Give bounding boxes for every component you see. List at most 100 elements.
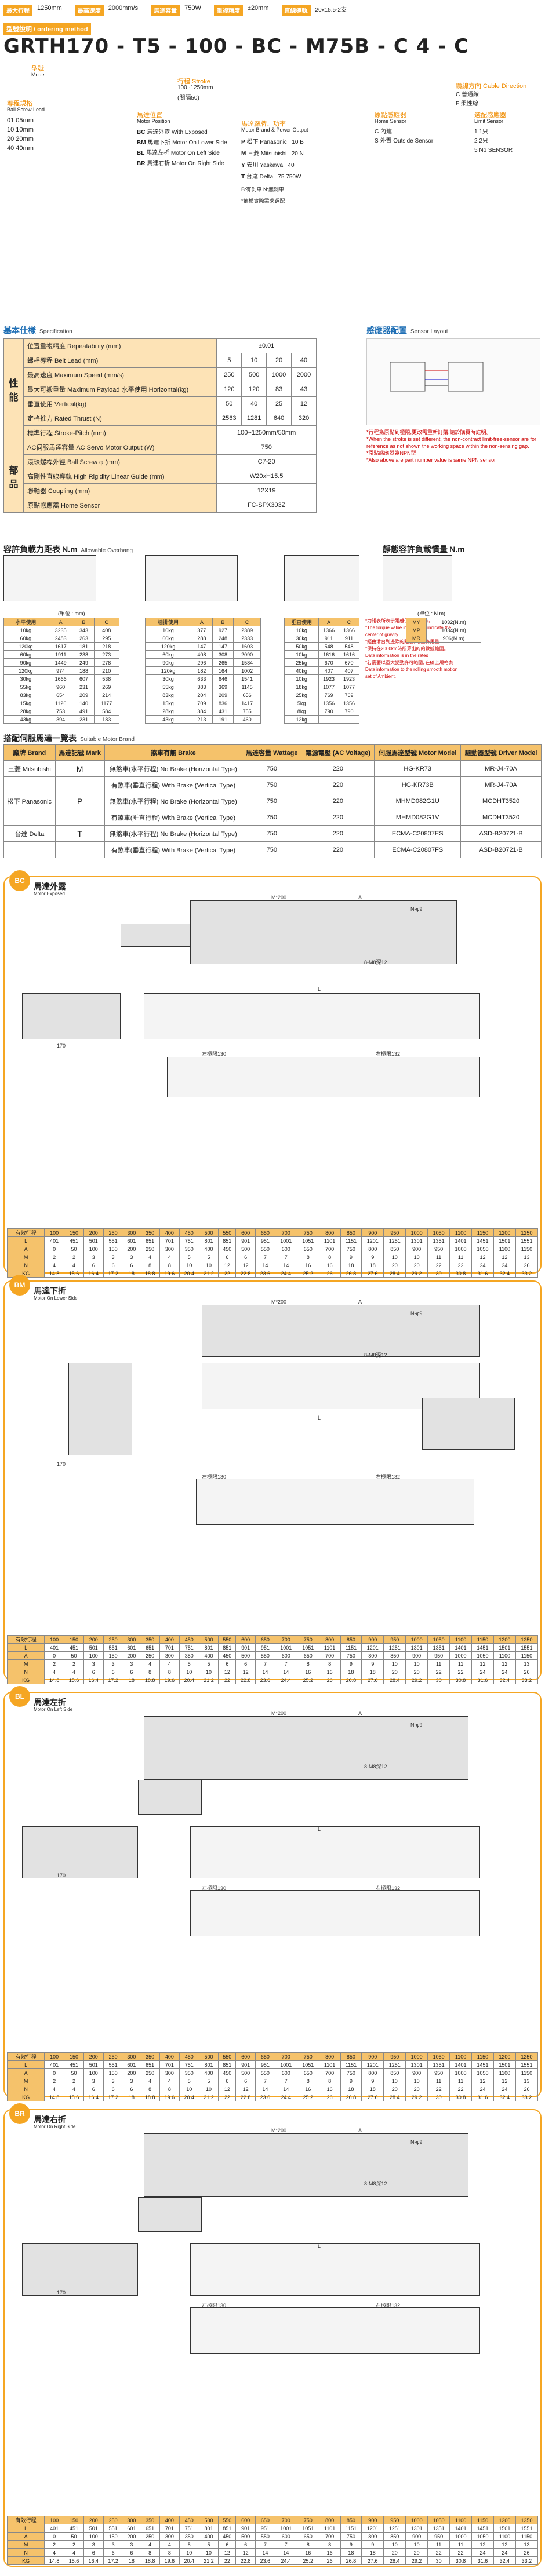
- dim-l: L: [318, 2243, 321, 2249]
- section-code-badge: BL: [9, 1686, 30, 1707]
- motor-head: 伺服馬達型號 Motor Model: [374, 744, 462, 761]
- dim-n: N-φ9: [410, 906, 423, 912]
- model-label: 型號: [31, 65, 44, 72]
- section-code-badge: BM: [9, 1275, 30, 1296]
- model-code: GRTH170 - T5 - 100 - BC - M75B - C 4 - C: [3, 35, 470, 58]
- tag-motor-label: 馬達容量: [151, 5, 180, 16]
- ovh-head: 垂直使用: [284, 618, 319, 626]
- brake-note: B:有刹車 N:無刹車: [241, 187, 285, 192]
- motor-block: [121, 924, 190, 947]
- lead-item: 20 20mm: [7, 136, 34, 143]
- dim-m8: 8-M8深12: [364, 1764, 387, 1769]
- position-label: 馬達位置: [137, 112, 162, 119]
- section-title: 馬達右折: [34, 2115, 66, 2124]
- motor-label-en: Motor Brand & Power Output: [241, 127, 308, 133]
- dim-m200: M*200: [271, 895, 287, 900]
- drawing-side-view: [190, 2243, 480, 2296]
- sensor-label-en: Home Sensor: [375, 118, 407, 124]
- lead-list: 01 05mm 10 10mm 20 20mm 40 40mm: [7, 116, 34, 153]
- drawing-top-view: [202, 1305, 480, 1357]
- drawing-end-view: [68, 1363, 132, 1455]
- dim-right-limit: 右極限132: [376, 2303, 401, 2308]
- tag-repeat-value: ±20mm: [247, 5, 269, 12]
- tag-speed-value: 2000mm/s: [108, 5, 139, 12]
- dim-left-limit: 左極限130: [202, 1051, 227, 1057]
- dim-l: L: [318, 986, 321, 992]
- tag-stroke-value: 1250mm: [37, 5, 62, 12]
- sensor-diagram: [366, 338, 540, 425]
- tag-stroke-label: 最大行程: [3, 5, 32, 16]
- dim-a: A: [358, 1299, 362, 1305]
- position-item: BR 馬達右折 Motor On Right Side: [137, 160, 224, 167]
- overhang-unit: (單位 : mm): [58, 611, 85, 616]
- dim-l: L: [318, 1826, 321, 1832]
- sensor-wiring-icon: [390, 362, 484, 392]
- dim-170: 170: [57, 1043, 66, 1049]
- drawing-bottom-view: [196, 1479, 474, 1525]
- dim-right-limit: 右極限132: [376, 1885, 401, 1891]
- limit-opts: 1 1只 2 2只 5 No SENSOR: [474, 129, 513, 154]
- dim-left-limit: 左極限130: [202, 1885, 227, 1891]
- drawing-bottom-view: [190, 1890, 480, 1936]
- motor-block: [138, 2197, 202, 2232]
- dim-a: A: [358, 895, 362, 900]
- ovh-head: B: [212, 618, 234, 626]
- stroke-note: (間隔50): [177, 95, 199, 101]
- dim-170: 170: [57, 2290, 66, 2296]
- section-title-en: Motor On Right Side: [34, 2124, 76, 2129]
- section-code-badge: BC: [9, 870, 30, 891]
- section-title-en: Motor Exposed: [34, 891, 65, 896]
- dim-left-limit: 左極限130: [202, 1474, 227, 1480]
- lead-item: 40 40mm: [7, 145, 34, 152]
- ordering-note: *依據實際需求選配: [241, 198, 285, 204]
- motor-head: 煞車有無 Brake: [104, 744, 243, 761]
- dim-m200: M*200: [271, 1299, 287, 1305]
- ordering-tag: 型號說明 / ordering method: [3, 23, 91, 35]
- overhang-img-wall: [145, 555, 238, 601]
- drawing-top-view: [144, 1716, 468, 1780]
- overhang-img-vertical: [284, 555, 359, 601]
- drawing-end-view: [22, 1826, 138, 1878]
- section-title: 馬達外露: [34, 882, 66, 891]
- dim-left-limit: 左極限130: [202, 2303, 227, 2308]
- stroke-val: 100~1250mm: [177, 85, 213, 91]
- ovh-head: 水平使用: [3, 618, 48, 626]
- limit-label: 選配感應器: [474, 112, 506, 119]
